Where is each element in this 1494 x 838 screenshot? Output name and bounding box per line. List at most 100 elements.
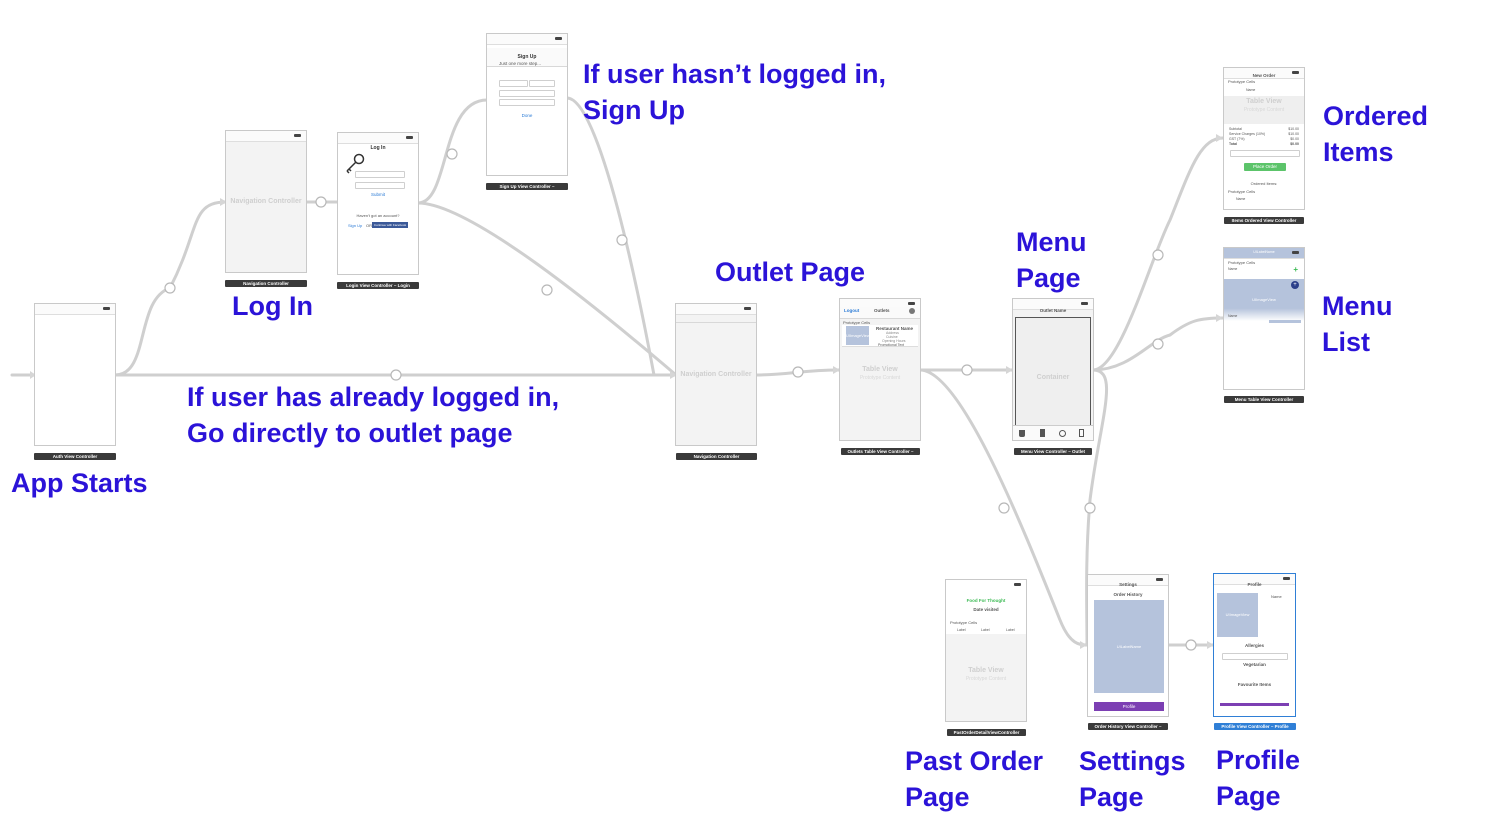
place-order-button[interactable]: Place Order: [1244, 163, 1286, 171]
scene-label-menu[interactable]: Menu View Controller – Outlet: [1014, 448, 1092, 455]
prototype-content-ghost: Prototype Content: [859, 375, 901, 381]
battery-icon: [1081, 302, 1088, 305]
scene-label-menulist[interactable]: Menu Table View Controller: [1224, 396, 1304, 403]
signup-view-controller[interactable]: Sign Up Just one more step... Done: [486, 33, 568, 176]
allergies-field[interactable]: [1222, 653, 1288, 660]
past-order-view-controller[interactable]: Food For Thought Date visited Prototype …: [945, 579, 1027, 722]
scene-label-signup[interactable]: Sign Up View Controller –: [486, 183, 568, 190]
remarks-field[interactable]: [1230, 150, 1300, 157]
annotation-settings-2: Page: [1079, 782, 1144, 812]
scene-label-login[interactable]: Login View Controller – Login: [337, 282, 419, 289]
status-bar: [1224, 248, 1304, 259]
nav-bar: [840, 307, 920, 319]
scene-label-nav1[interactable]: Navigation Controller: [225, 280, 307, 287]
prototype-cells-label: Prototype Cells: [1228, 79, 1256, 84]
total-label: Total: [1229, 142, 1238, 146]
list-icon[interactable]: [1079, 429, 1084, 437]
first-name-field[interactable]: [499, 80, 528, 87]
save-button[interactable]: [1220, 703, 1289, 706]
nav-bar: [676, 314, 756, 323]
favourite-items-label: Favourite Items: [1237, 682, 1272, 687]
status-bar: [35, 304, 115, 315]
nav-title: New Order: [1252, 73, 1276, 78]
navigation-controller-2[interactable]: Navigation Controller: [675, 303, 757, 446]
auth-view-controller[interactable]: [34, 303, 116, 446]
gst-label: GST (7%): [1229, 137, 1245, 141]
outlets-table-view-controller[interactable]: Logout Outlets Prototype Cells UIImageVi…: [839, 298, 921, 441]
phone-field[interactable]: [499, 99, 555, 106]
battery-icon: [103, 307, 110, 310]
scene-label-outlets[interactable]: Outlets Table View Controller –: [841, 448, 920, 455]
items-ordered-view-controller[interactable]: New Order Prototype Cells Name Table Vie…: [1223, 67, 1305, 210]
subtotal-label: Subtotal: [1229, 127, 1242, 131]
menu-view-controller[interactable]: Outlet Name Container: [1012, 298, 1094, 441]
annotation-logged-2: Go directly to outlet page: [187, 418, 513, 448]
segue-outlets-settings: [918, 368, 1089, 647]
arrowhead: [1207, 641, 1214, 649]
last-name-field[interactable]: [529, 80, 555, 87]
cup-icon[interactable]: [1019, 430, 1025, 437]
prototype-cells-label-2: Prototype Cells: [1228, 189, 1256, 194]
name-label: Name: [1271, 594, 1282, 599]
done-button[interactable]: Done: [521, 113, 533, 118]
segue-dot: [541, 284, 553, 296]
logout-button[interactable]: Logout: [844, 308, 860, 313]
email-field[interactable]: [499, 90, 555, 97]
menu-table-view-controller[interactable]: UILabelName Prototype Cells Name + UIIma…: [1223, 247, 1305, 390]
outlet-image: UIImageView: [846, 326, 870, 345]
segue-dot: [616, 234, 628, 246]
status-bar: [1224, 68, 1304, 79]
sign-up-link[interactable]: Sign Up: [348, 223, 363, 228]
segue-menu-settings: [1085, 368, 1109, 647]
quantity-bar: [1269, 320, 1301, 323]
add-circle-icon[interactable]: +: [1291, 281, 1299, 289]
annotation-ordered-2: Items: [1323, 137, 1394, 167]
settings-view-controller[interactable]: Settings Order History UILabelName Profi…: [1087, 574, 1169, 717]
prototype-content-ghost: Prototype Content: [965, 676, 1007, 682]
profile-image: UIImageView: [1217, 593, 1258, 637]
nav-title: Outlet Name: [1039, 308, 1067, 313]
scene-label-ordered[interactable]: Items Ordered View Controller: [1224, 217, 1304, 224]
segue-menu-menulist: [1091, 316, 1225, 372]
service-value: $10.00: [1288, 132, 1299, 136]
username-field[interactable]: [355, 171, 405, 178]
col-label-3: Label: [1006, 628, 1015, 632]
restaurant-name: Restaurant Name: [876, 326, 914, 331]
battery-icon: [1014, 583, 1021, 586]
profile-button[interactable]: Profile: [1094, 702, 1164, 711]
profile-view-controller[interactable]: Profile UIImageView Name Allergies Veget…: [1213, 573, 1296, 717]
scene-label-nav2[interactable]: Navigation Controller: [676, 453, 757, 460]
signup-subtitle: Just one more step...: [499, 61, 542, 66]
scene-label-profile[interactable]: Profile View Controller – Profile: [1214, 723, 1296, 730]
password-field[interactable]: [355, 182, 405, 189]
facebook-button[interactable]: Continue with Facebook: [372, 222, 408, 228]
submit-button[interactable]: Submit: [370, 192, 385, 197]
annotation-menulist-1: Menu: [1322, 291, 1393, 321]
scene-label-past[interactable]: PastOrderDetailViewController: [947, 729, 1026, 736]
battery-icon: [744, 307, 751, 310]
segue-dot: [998, 502, 1010, 514]
arrowhead: [1216, 314, 1223, 322]
ordered-items-label: Ordered Items:: [1250, 181, 1278, 186]
brand-title: Food For Thought: [966, 598, 1006, 603]
annotation-settings-1: Settings: [1079, 746, 1186, 776]
nav-title: Sign Up: [487, 48, 567, 67]
drink-icon[interactable]: [1040, 429, 1045, 437]
navigation-controller-1[interactable]: Navigation Controller: [225, 130, 307, 273]
nav-title: Log In: [370, 145, 386, 151]
dish-icon[interactable]: [1059, 430, 1066, 437]
add-icon[interactable]: +: [1293, 265, 1298, 274]
annotation-past-1: Past Order: [905, 746, 1044, 776]
segue-dot: [1084, 502, 1096, 514]
header-area: [946, 590, 1026, 634]
settings-icon[interactable]: [909, 308, 915, 314]
nav-title: Settings: [1119, 582, 1137, 587]
scene-label-auth[interactable]: Auth View Controller: [34, 453, 116, 460]
annotation-past-2: Page: [905, 782, 970, 812]
arrowhead: [220, 198, 227, 206]
scene-label-settings[interactable]: Order History View Controller –: [1088, 723, 1168, 730]
scene-ghost-label: Navigation Controller: [230, 198, 302, 205]
table-view-ghost: Table View: [862, 366, 898, 373]
login-view-controller[interactable]: Log In Submit Haven't got an account? Si…: [337, 132, 419, 275]
container-ghost: Container: [1036, 374, 1070, 381]
